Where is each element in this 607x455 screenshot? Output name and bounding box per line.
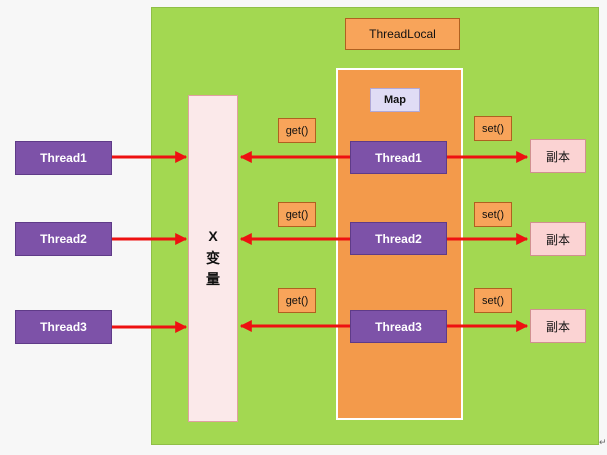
x-variable-char-1: 变 [206, 249, 220, 266]
set-label-2: set() [474, 202, 512, 227]
thread-left-3: Thread3 [15, 310, 112, 344]
thread-map-3: Thread3 [350, 310, 447, 343]
thread-left-2: Thread2 [15, 222, 112, 256]
copy-box-3: 副本 [530, 309, 586, 343]
thread-map-2: Thread2 [350, 222, 447, 255]
thread-left-1: Thread1 [15, 141, 112, 175]
get-label-1: get() [278, 118, 316, 143]
map-label: Map [370, 88, 420, 112]
copy-box-2: 副本 [530, 222, 586, 256]
x-variable-box: X 变 量 [188, 95, 238, 422]
set-label-1: set() [474, 116, 512, 141]
copy-box-1: 副本 [530, 139, 586, 173]
x-variable-letter: X [208, 227, 218, 244]
thread-map-1: Thread1 [350, 141, 447, 174]
corner-mark: ↵ [599, 437, 607, 447]
threadlocal-title: ThreadLocal [345, 18, 460, 50]
get-label-2: get() [278, 202, 316, 227]
get-label-3: get() [278, 288, 316, 313]
set-label-3: set() [474, 288, 512, 313]
x-variable-char-2: 量 [206, 271, 220, 288]
